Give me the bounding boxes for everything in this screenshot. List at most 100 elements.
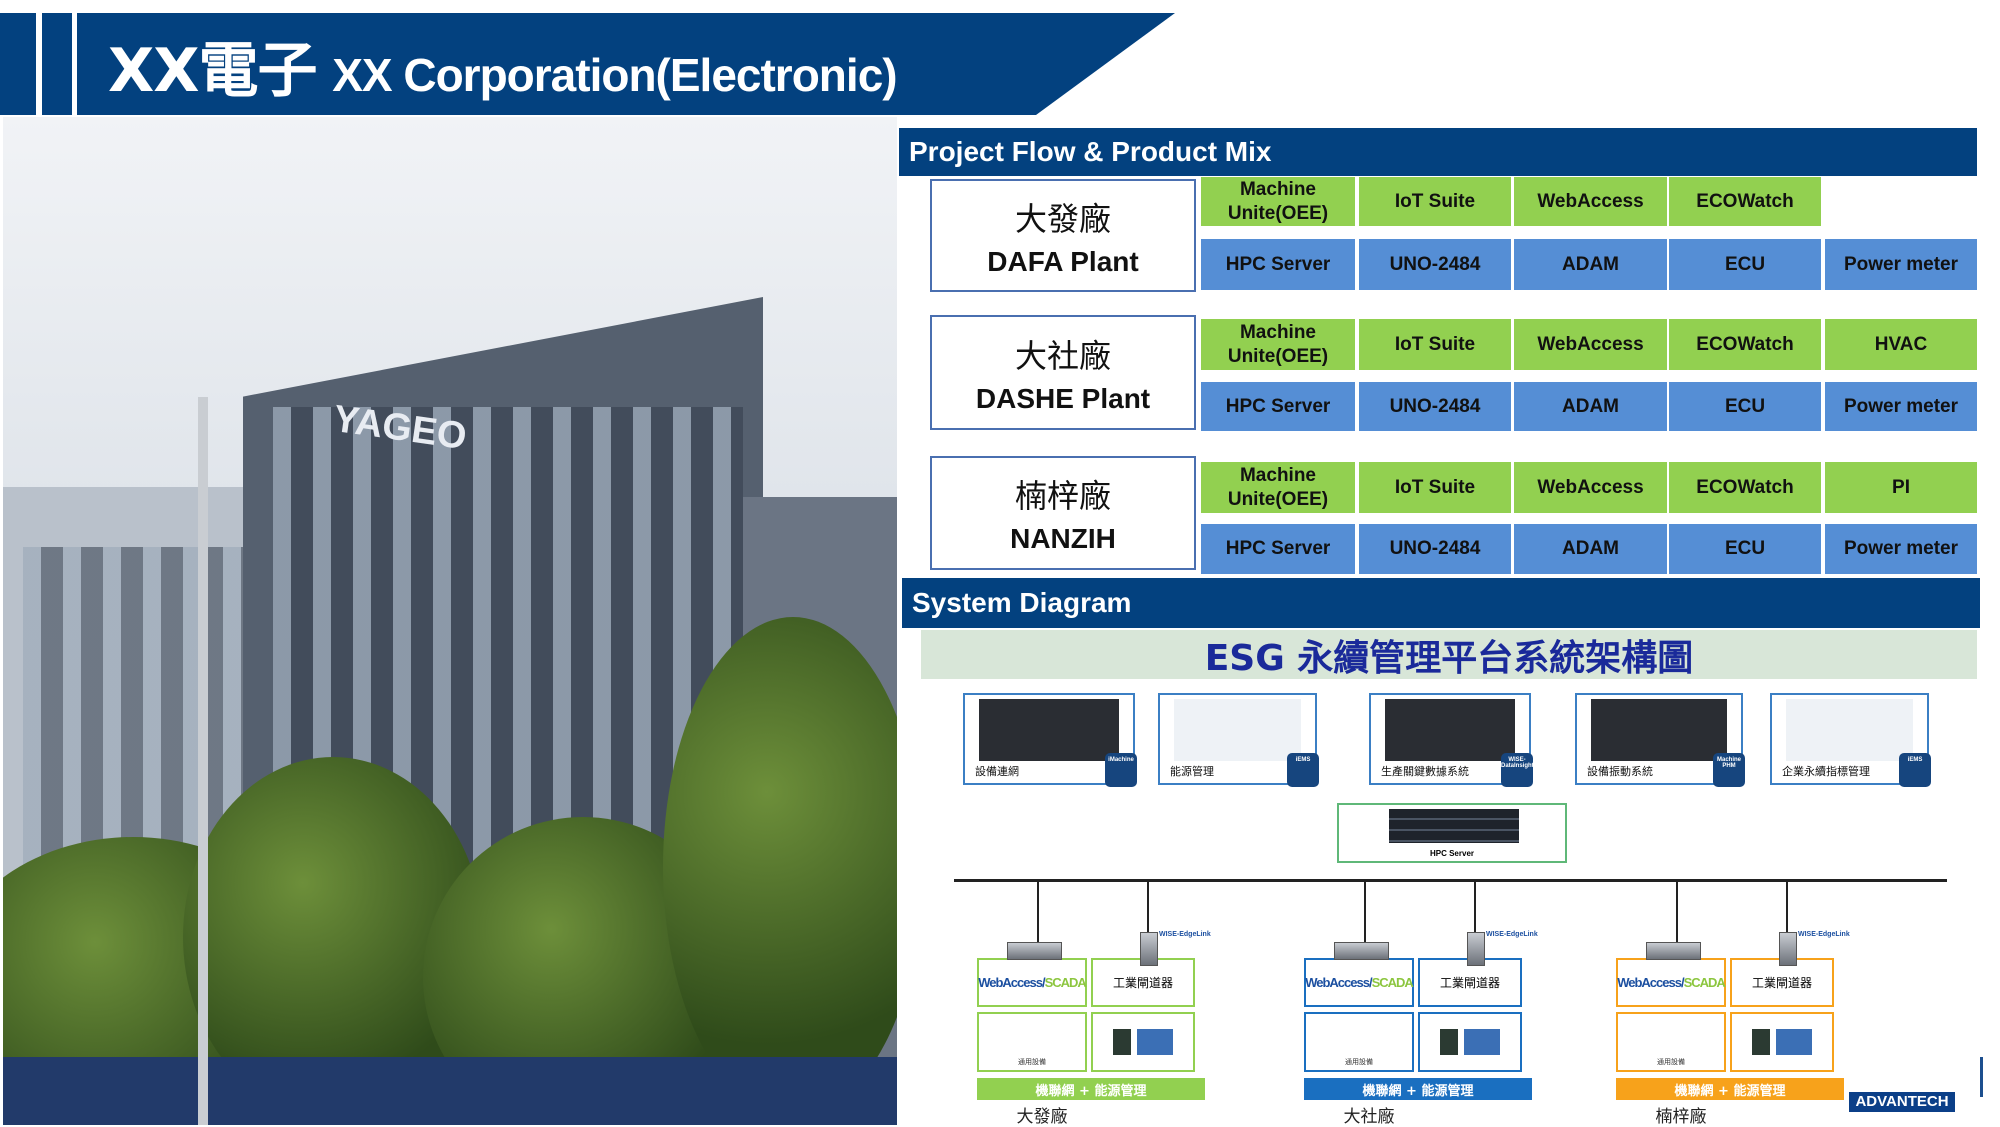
plant-name-en: DAFA Plant [987, 245, 1139, 277]
gateway-box: 工業閘道器 [1418, 958, 1522, 1007]
software-cell: HVAC [1825, 319, 1977, 370]
factory-photo: YAGEO [3, 117, 897, 1125]
edgelink-label: WISE-EdgeLink [1159, 931, 1211, 938]
hardware-cell: ADAM [1514, 524, 1667, 574]
drop-line [1474, 882, 1476, 932]
software-cell: Machine Unite(OEE) [1201, 177, 1355, 226]
title-banner [0, 13, 1175, 115]
group-banner: 機聯網 + 能源管理 [1616, 1078, 1844, 1100]
software-cell: PI [1825, 462, 1977, 513]
app-thumbnail: 設備振動系統 Machine PHM [1575, 693, 1745, 787]
plant-box: 大發廠 DAFA Plant [930, 179, 1196, 292]
scada-box: WebAccess/SCADA [1616, 958, 1726, 1007]
software-cell: WebAccess [1514, 462, 1667, 513]
plant-name-zh: 大發廠 [1014, 199, 1111, 238]
app-thumbnail: 生產關鍵數據系統 WISE-DataInsight [1369, 693, 1534, 787]
esg-banner: ESG 永續管理平台系統架構圖 [921, 630, 1977, 679]
hardware-cell: ADAM [1514, 239, 1667, 290]
app-label: 生產關鍵數據系統 [1381, 765, 1469, 778]
group-plant-label: 大社廠 [1343, 1107, 1395, 1127]
edgelink-label: WISE-EdgeLink [1486, 931, 1538, 938]
software-cell: ECOWatch [1669, 319, 1821, 370]
software-cell: IoT Suite [1359, 177, 1511, 226]
software-cell: WebAccess [1514, 319, 1667, 370]
drop-line [1147, 882, 1149, 932]
software-cell: Machine Unite(OEE) [1201, 462, 1355, 513]
drop-line [1364, 882, 1366, 942]
hardware-cell: HPC Server [1201, 524, 1355, 574]
hardware-cell: ECU [1669, 524, 1821, 574]
title-zh: XX電子 [108, 36, 318, 106]
equipment-box: 通用設備 [1616, 1012, 1726, 1072]
scada-text: SCADA [1044, 975, 1087, 990]
plant-name-zh: 楠梓廠 [1014, 477, 1111, 515]
uno-device-icon [1007, 942, 1062, 960]
hardware-cell: ECU [1669, 239, 1821, 290]
system-diagram-header: System Diagram [902, 578, 1980, 628]
hardware-cell: ADAM [1514, 382, 1667, 431]
title-en: XX Corporation(Electronic) [332, 49, 897, 101]
app-label: 設備連網 [975, 765, 1019, 778]
app-badge-icon: iEMS [1287, 753, 1319, 787]
app-label: 能源管理 [1170, 765, 1214, 778]
group-banner: 機聯網 + 能源管理 [1304, 1078, 1532, 1100]
server-icon [1389, 809, 1519, 843]
meter-icon [1113, 1029, 1173, 1055]
app-badge-icon: Machine PHM [1713, 753, 1745, 787]
app-screenshot [1591, 699, 1727, 761]
hardware-cell: UNO-2484 [1359, 524, 1511, 574]
meter-icon [1752, 1029, 1812, 1055]
hardware-cell: UNO-2484 [1359, 382, 1511, 431]
equipment-label: 通用設備 [1345, 1059, 1373, 1066]
hardware-cell: HPC Server [1201, 239, 1355, 290]
scada-text: SCADA [1683, 975, 1726, 990]
advantech-logo: ADVANTECH [1849, 1092, 1955, 1112]
equipment-label: 通用設備 [1018, 1059, 1046, 1066]
hardware-cell: Power meter [1825, 239, 1977, 290]
edgelink-device-icon [1467, 932, 1485, 966]
hardware-cell: ECU [1669, 382, 1821, 431]
equipment-box: 通用設備 [1304, 1012, 1414, 1072]
meter-box [1418, 1012, 1522, 1072]
software-cell: IoT Suite [1359, 462, 1511, 513]
scada-box: WebAccess/SCADA [1304, 958, 1414, 1007]
webaccess-text: WebAccess/ [1617, 975, 1684, 990]
group-plant-label: 楠梓廠 [1655, 1107, 1707, 1127]
app-badge-icon: WISE-DataInsight [1501, 753, 1534, 787]
app-label: 設備振動系統 [1587, 765, 1653, 778]
app-badge-icon: iMachine [1105, 753, 1137, 787]
equipment-label: 通用設備 [1657, 1059, 1685, 1066]
edgelink-device-icon [1140, 932, 1158, 966]
software-cell: Machine Unite(OEE) [1201, 319, 1355, 370]
group-banner: 機聯網 + 能源管理 [977, 1078, 1205, 1100]
plant-name-en: NANZIH [1010, 523, 1116, 554]
equipment-box: 通用設備 [977, 1012, 1087, 1072]
drop-line [1786, 882, 1788, 932]
hardware-cell: UNO-2484 [1359, 239, 1511, 290]
app-thumbnail: 設備連網 iMachine [963, 693, 1137, 787]
software-cell: WebAccess [1514, 177, 1667, 226]
server-label: HPC Server [1429, 849, 1475, 858]
network-bus-line [954, 879, 1947, 882]
app-thumbnail: 能源管理 iEMS [1158, 693, 1319, 787]
software-cell: IoT Suite [1359, 319, 1511, 370]
banner-stripe [72, 13, 77, 115]
plant-box: 楠梓廠 NANZIH [930, 456, 1196, 570]
webaccess-text: WebAccess/ [978, 975, 1045, 990]
banner-stripe [36, 13, 42, 115]
plant-name-en: DASHE Plant [975, 382, 1151, 414]
group-plant-label: 大發廠 [1016, 1107, 1068, 1127]
hpc-server-box: HPC Server [1337, 803, 1567, 863]
divider [1980, 1057, 1983, 1097]
uno-device-icon [1334, 942, 1389, 960]
app-screenshot [1385, 699, 1515, 761]
project-flow-header: Project Flow & Product Mix [899, 128, 1977, 176]
uno-device-icon [1646, 942, 1701, 960]
app-screenshot [1786, 699, 1913, 761]
meter-icon [1440, 1029, 1500, 1055]
plant-name-zh: 大社廠 [1014, 336, 1111, 375]
hardware-cell: HPC Server [1201, 382, 1355, 431]
webaccess-text: WebAccess/ [1305, 975, 1372, 990]
edgelink-label: WISE-EdgeLink [1798, 931, 1850, 938]
